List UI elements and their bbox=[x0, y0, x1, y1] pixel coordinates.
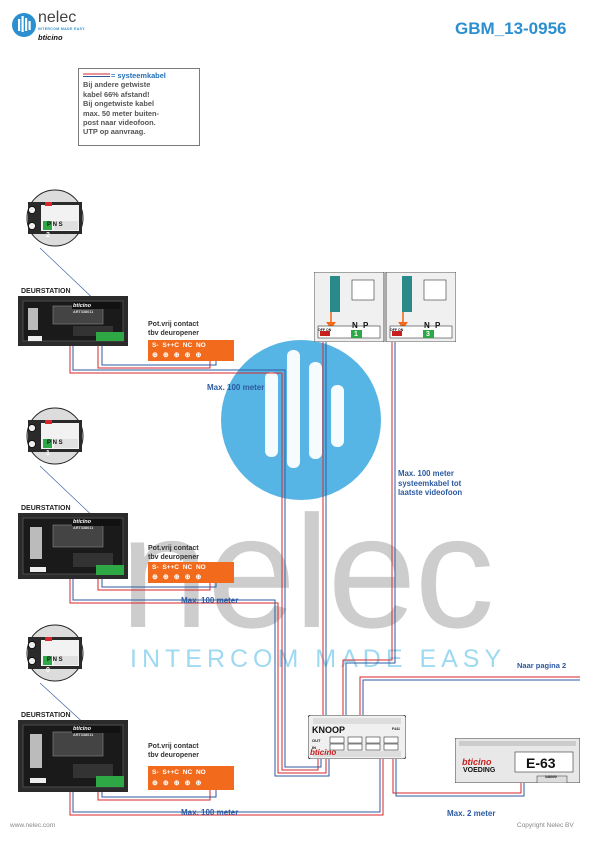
zoom2-switch-labels: P N S bbox=[47, 440, 63, 446]
contact-2-terminals: S- S++C NC NO bbox=[152, 564, 206, 571]
cable-label-3: Max. 100 meter bbox=[181, 808, 239, 817]
cable-label-2: Max. 100 meter bbox=[181, 596, 239, 605]
contact-2-screws: ⊕⊕⊕⊕⊕ bbox=[152, 574, 207, 581]
video-cable-label: Max. 100 meter systeemkabel tot laatste … bbox=[398, 469, 463, 497]
station-2-label: DEURSTATION bbox=[21, 505, 71, 512]
legend-line-1: = systeemkabel bbox=[111, 71, 166, 80]
station-2-model: ART338011 bbox=[73, 526, 94, 530]
footer-right: Copyright Nelec BV bbox=[517, 822, 574, 829]
knoop-brand: bticino bbox=[310, 748, 337, 757]
station-2-brand: bticino bbox=[73, 519, 92, 525]
monitor-1-switch: OFF ON bbox=[318, 328, 332, 332]
voeding-label: VOEDING bbox=[463, 767, 496, 774]
contact-1-screws: ⊕⊕⊕⊕⊕ bbox=[152, 352, 207, 359]
knoop-title: KNOOP bbox=[312, 725, 346, 735]
voeding-unit bbox=[455, 738, 580, 783]
station-2-address: 1 bbox=[46, 450, 50, 457]
monitor-2-addr-labels: N P bbox=[424, 321, 441, 330]
door-station-1 bbox=[18, 296, 128, 346]
legend-line-5: max. 50 meter buiten- bbox=[83, 108, 159, 118]
door-station-3 bbox=[18, 720, 128, 792]
station-1-model: ART338011 bbox=[73, 310, 94, 314]
monitor-1-addr-labels: N P bbox=[352, 321, 369, 330]
station-1-brand: bticino bbox=[73, 303, 92, 309]
knoop-model: F441 bbox=[392, 727, 400, 731]
footer-left: www.nelec.com bbox=[10, 822, 56, 829]
station-1-address: 2 bbox=[46, 232, 50, 239]
door-station-2 bbox=[18, 513, 128, 579]
voeding-model: 346000 bbox=[545, 775, 557, 779]
monitors bbox=[314, 272, 456, 342]
monitor-2-switch: OFF ON bbox=[390, 328, 404, 332]
zoom-circle-1 bbox=[26, 189, 84, 247]
zoom-circle-3 bbox=[26, 624, 84, 682]
page2-label: Naar pagina 2 bbox=[517, 661, 567, 670]
voeding-name: E-63 bbox=[526, 755, 556, 771]
zoom1-switch-labels: P N S bbox=[47, 222, 63, 228]
logo-brand: nelec bbox=[38, 9, 77, 26]
voeding-brand: bticino bbox=[462, 757, 492, 767]
logo-tagline: INTERCOM MADE EASY bbox=[38, 27, 85, 31]
station-3-model: ART338011 bbox=[73, 733, 94, 737]
nelec-logo bbox=[12, 13, 36, 37]
knoop-out: OUT bbox=[312, 738, 321, 743]
zoom3-switch-labels: P N S bbox=[47, 657, 63, 663]
legend-line-3: kabel 66% afstand! bbox=[83, 89, 150, 99]
watermark-tagline: INTERCOM MADE EASY bbox=[130, 645, 507, 673]
contact-panel-2: S- S++C NC NO ⊕⊕⊕⊕⊕ bbox=[148, 562, 234, 583]
contact-panel-3: S- S++C NC NO ⊕⊕⊕⊕⊕ bbox=[148, 766, 234, 790]
legend-line-6: post naar videofoon. bbox=[83, 118, 156, 128]
station-3-address: 0 bbox=[46, 667, 50, 674]
legend-line-7: UTP op aanvraag. bbox=[83, 127, 146, 137]
doc-id: GBM_13-0956 bbox=[455, 19, 567, 38]
knoop-in: IN bbox=[312, 745, 316, 750]
contact-3-terminals: S- S++C NC NO bbox=[152, 769, 206, 776]
contact-3-screws: ⊕⊕⊕⊕⊕ bbox=[152, 780, 207, 787]
monitor-1-address: 1 bbox=[354, 331, 358, 338]
station-3-label: DEURSTATION bbox=[21, 712, 71, 719]
cable-label-1: Max. 100 meter bbox=[207, 383, 265, 392]
station-1-label: DEURSTATION bbox=[21, 288, 71, 295]
legend-line-2: Bij andere getwiste bbox=[83, 80, 151, 90]
legend-cable-icon bbox=[83, 73, 110, 77]
station-3-brand: bticino bbox=[73, 726, 92, 732]
legend-box: = systeemkabel Bij andere getwiste kabel… bbox=[78, 68, 200, 146]
zoom-circle-2 bbox=[26, 407, 84, 465]
contact-1-terminals: S- S++C NC NO bbox=[152, 342, 206, 349]
supply-cable-label: Max. 2 meter bbox=[447, 809, 496, 818]
logo-sub: bticino bbox=[38, 33, 63, 42]
monitor-2-address: 3 bbox=[426, 331, 430, 338]
contact-panel-1: S- S++C NC NO ⊕⊕⊕⊕⊕ bbox=[148, 340, 234, 361]
knoop-node bbox=[308, 715, 406, 759]
legend-line-4: Bij ongetwiste kabel bbox=[83, 99, 155, 109]
